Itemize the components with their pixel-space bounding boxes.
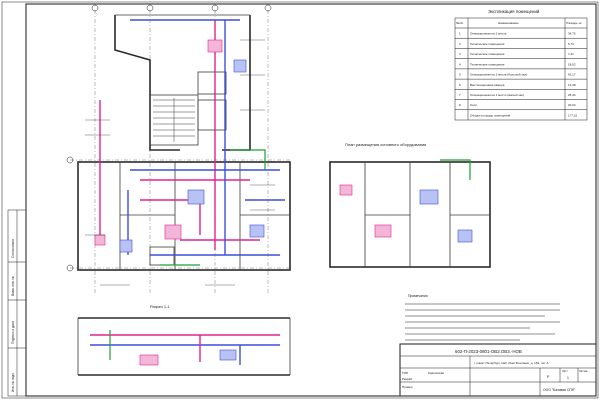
stamp-signature-date: Подпись и дата [11, 321, 15, 344]
role-gip: ГИП [402, 371, 408, 375]
rooms-row-name: Вентиляционная камера [470, 83, 505, 87]
rooms-row-name: Операционная на 2 места [470, 32, 507, 36]
rooms-row-no: 5 [459, 73, 461, 77]
notes-block: Примечания [405, 294, 560, 341]
sheets-label: Листов [579, 369, 588, 373]
leader-lines [85, 39, 275, 286]
role-developer: Разраб. [402, 377, 413, 381]
main-floor-plan [66, 4, 292, 295]
rooms-row-name: Операционная на 1 место (малый зал) [470, 93, 524, 97]
rooms-row-no: 4 [459, 62, 461, 66]
rooms-col-name: Наименование [498, 21, 519, 25]
stage-label-cell: Р [547, 375, 550, 379]
drawing-code: 602-П-2023-0801-ОВ2.ОВ3.-НОВ [455, 349, 522, 354]
company-name: ООО "Базовая СПб" [543, 388, 576, 392]
rooms-row-name: Технические помещения [470, 52, 505, 56]
sheet-label: Лист [562, 369, 568, 373]
rooms-row-name: Технические помещения [470, 42, 505, 46]
rooms-row-name: Операционная на 2 места (большой зал) [470, 73, 527, 77]
rooms-row-area: 63,17 [568, 73, 576, 77]
rooms-row-name: Холл [470, 103, 477, 107]
stamp-replace-inv: Взам. инв. № [11, 276, 15, 296]
role-checker: Провер. [402, 385, 413, 389]
rooms-row-area: 5,74 [568, 42, 574, 46]
rooms-row-area: 18,02 [568, 62, 576, 66]
stair [153, 98, 195, 142]
name-gip: Красовская [428, 371, 444, 375]
project-address: г. Санкт-Петербург, Наб. Реки Фонтанки, … [474, 361, 548, 365]
rooms-row-name: Технические помещения [470, 62, 505, 66]
rooms-col-area: Площадь, м² [566, 21, 582, 25]
section-1-1: Разрез 1-1 [77, 304, 291, 376]
sheet-number: 1 [567, 376, 569, 380]
rooms-row-area: 7,21 [568, 52, 574, 56]
section-caption: Разрез 1-1 [150, 304, 170, 309]
stamp-approved: Согласовано [11, 239, 15, 258]
rooms-row-no: 1 [459, 32, 461, 36]
rooms-row-no: 3 [459, 52, 461, 56]
equipment-layout-plan: План размещения основного оборудования [329, 142, 491, 268]
rooms-row-area: 177,15 [568, 113, 578, 117]
stamp-inv-original: Инв. № подл. [11, 372, 15, 392]
notes-heading: Примечания [408, 294, 428, 298]
equipment-plan-caption: План размещения основного оборудования [345, 142, 426, 147]
rooms-row-area: 20,04 [568, 103, 576, 107]
main-block-walls [77, 161, 291, 271]
rooms-row-area: 12,38 [568, 83, 576, 87]
rooms-row-no: 7 [459, 93, 461, 97]
fresh-air-ducts [160, 149, 266, 266]
rooms-row-no: 6 [459, 83, 461, 87]
upper-wing-walls [114, 14, 251, 151]
exhaust-ducts [119, 19, 285, 256]
rooms-row-area: 25,34 [568, 93, 576, 97]
rooms-row-name: Общая площадь помещений [470, 113, 510, 117]
supply-ducts [94, 20, 260, 250]
rooms-table: Экспликация помещений №п/п Наименование … [454, 9, 588, 121]
rooms-row-area: 34,75 [568, 32, 576, 36]
rooms-row-no: 2 [459, 42, 461, 46]
rooms-row-no: 8 [459, 103, 461, 107]
rooms-table-title: Экспликация помещений [488, 9, 540, 14]
side-stamp-strip: Согласовано Взам. инв. № Подпись и дата … [7, 209, 27, 397]
sheet-border [25, 3, 597, 397]
title-block: 602-П-2023-0801-ОВ2.ОВ3.-НОВ г. Санкт-Пе… [399, 343, 597, 397]
rooms-col-no: №п/п [456, 21, 464, 25]
